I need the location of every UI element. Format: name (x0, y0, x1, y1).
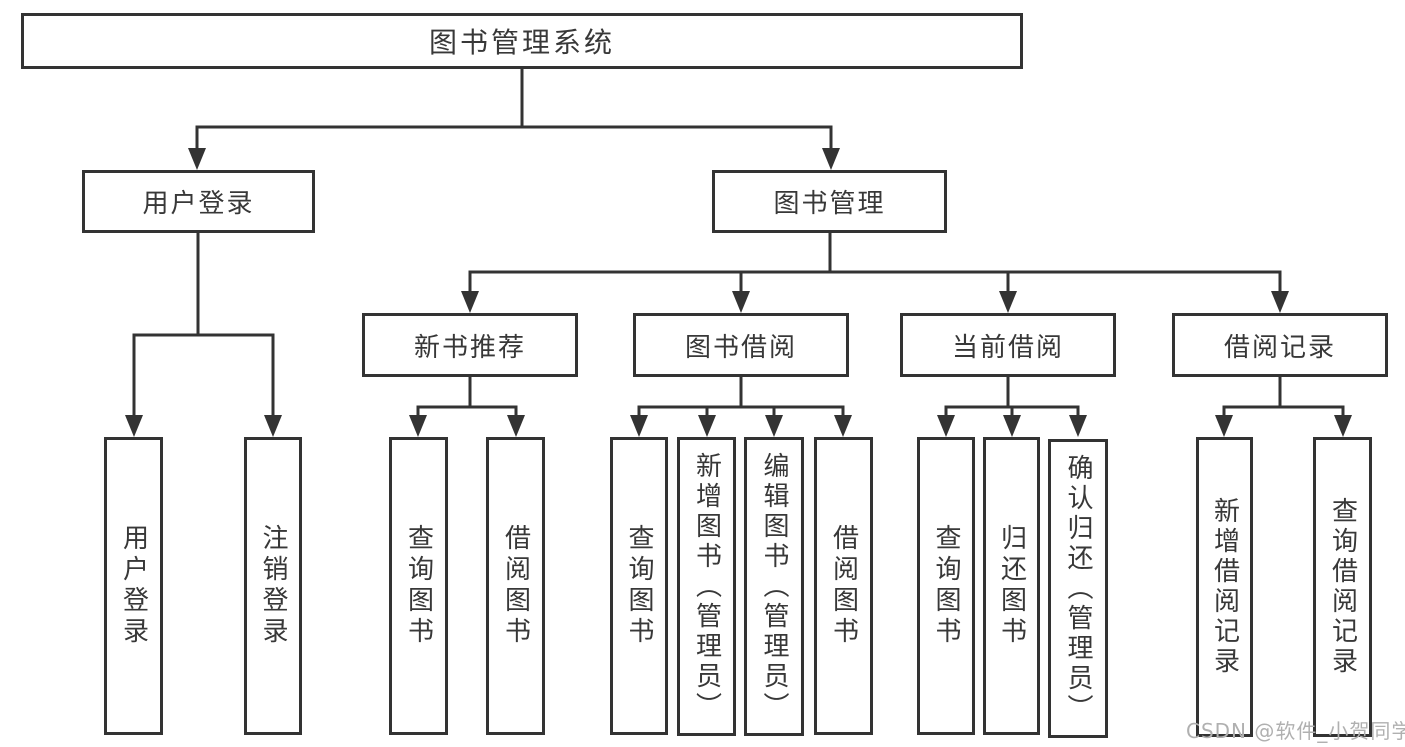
leaf-edit-book-admin: 编辑图书（管理员） (744, 437, 804, 736)
node-borrow-records: 借阅记录 (1172, 313, 1388, 377)
leaf-add-book-admin: 新增图书（管理员） (677, 437, 736, 736)
node-book-borrow: 图书借阅 (633, 313, 849, 377)
node-book-management: 图书管理 (712, 170, 947, 233)
leaf-borrow-books: 借阅图书 (814, 437, 873, 735)
node-new-book-recommend: 新书推荐 (362, 313, 578, 377)
leaf-borrow-books-recommend: 借阅图书 (486, 437, 545, 735)
node-current-borrow: 当前借阅 (900, 313, 1116, 377)
watermark: CSDN @软件_小贺同学 (1186, 719, 1405, 743)
leaf-return-book: 归还图书 (983, 437, 1040, 735)
node-library-system: 图书管理系统 (21, 13, 1023, 69)
leaf-add-borrow-record: 新增借阅记录 (1196, 437, 1253, 737)
leaf-query-borrow-record: 查询借阅记录 (1313, 437, 1372, 737)
leaf-logout: 注销登录 (244, 437, 302, 735)
node-user-login: 用户登录 (82, 170, 315, 233)
leaf-query-books-borrow: 查询图书 (610, 437, 668, 735)
leaf-user-login: 用户登录 (104, 437, 163, 735)
leaf-query-books-current: 查询图书 (917, 437, 975, 735)
leaf-confirm-return-admin: 确认归还（管理员） (1048, 439, 1108, 738)
leaf-query-books-recommend: 查询图书 (389, 437, 448, 735)
